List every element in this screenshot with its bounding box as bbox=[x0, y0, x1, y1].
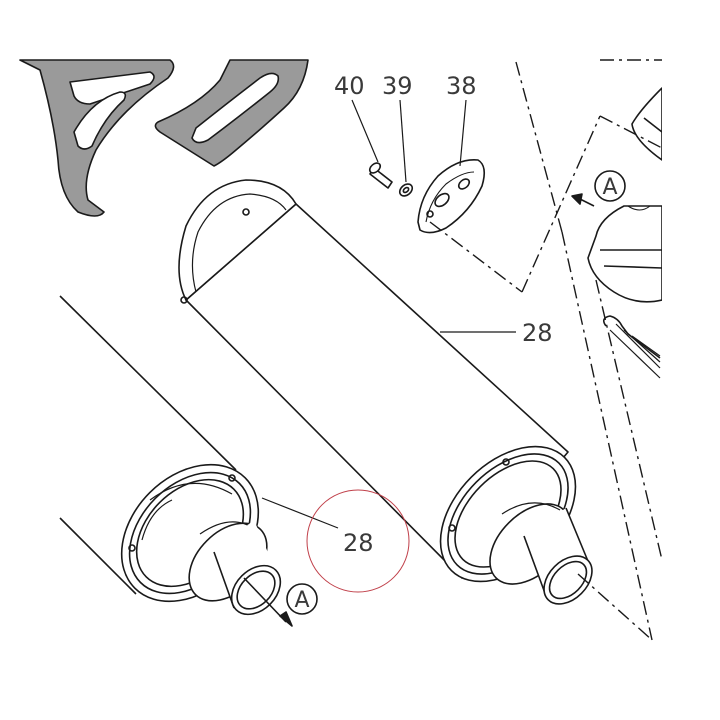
spring-part bbox=[602, 315, 661, 379]
label-part-38: 38 bbox=[446, 72, 477, 100]
callout-circle-lower bbox=[286, 583, 318, 615]
callout-label-a-lower: A bbox=[294, 588, 309, 613]
mounting-bracket-right bbox=[154, 59, 309, 167]
exhaust-pipe-partial bbox=[587, 87, 662, 303]
label-part-39: 39 bbox=[382, 72, 413, 100]
label-part-28-lower: 28 bbox=[343, 529, 374, 557]
mounting-bracket-left bbox=[19, 59, 175, 217]
callout-circle-upper bbox=[594, 170, 626, 202]
highlight-circle bbox=[306, 489, 410, 593]
bolt-part bbox=[368, 162, 393, 189]
end-cap-part bbox=[417, 159, 486, 234]
callout-label-a-upper: A bbox=[602, 175, 617, 200]
arrows bbox=[243, 193, 595, 627]
label-part-28-upper: 28 bbox=[522, 319, 553, 347]
assembly-lines bbox=[429, 59, 662, 641]
silencer-upper bbox=[178, 179, 593, 605]
leader-lines bbox=[261, 99, 516, 529]
label-part-40: 40 bbox=[334, 72, 365, 100]
washer-part bbox=[398, 183, 414, 197]
